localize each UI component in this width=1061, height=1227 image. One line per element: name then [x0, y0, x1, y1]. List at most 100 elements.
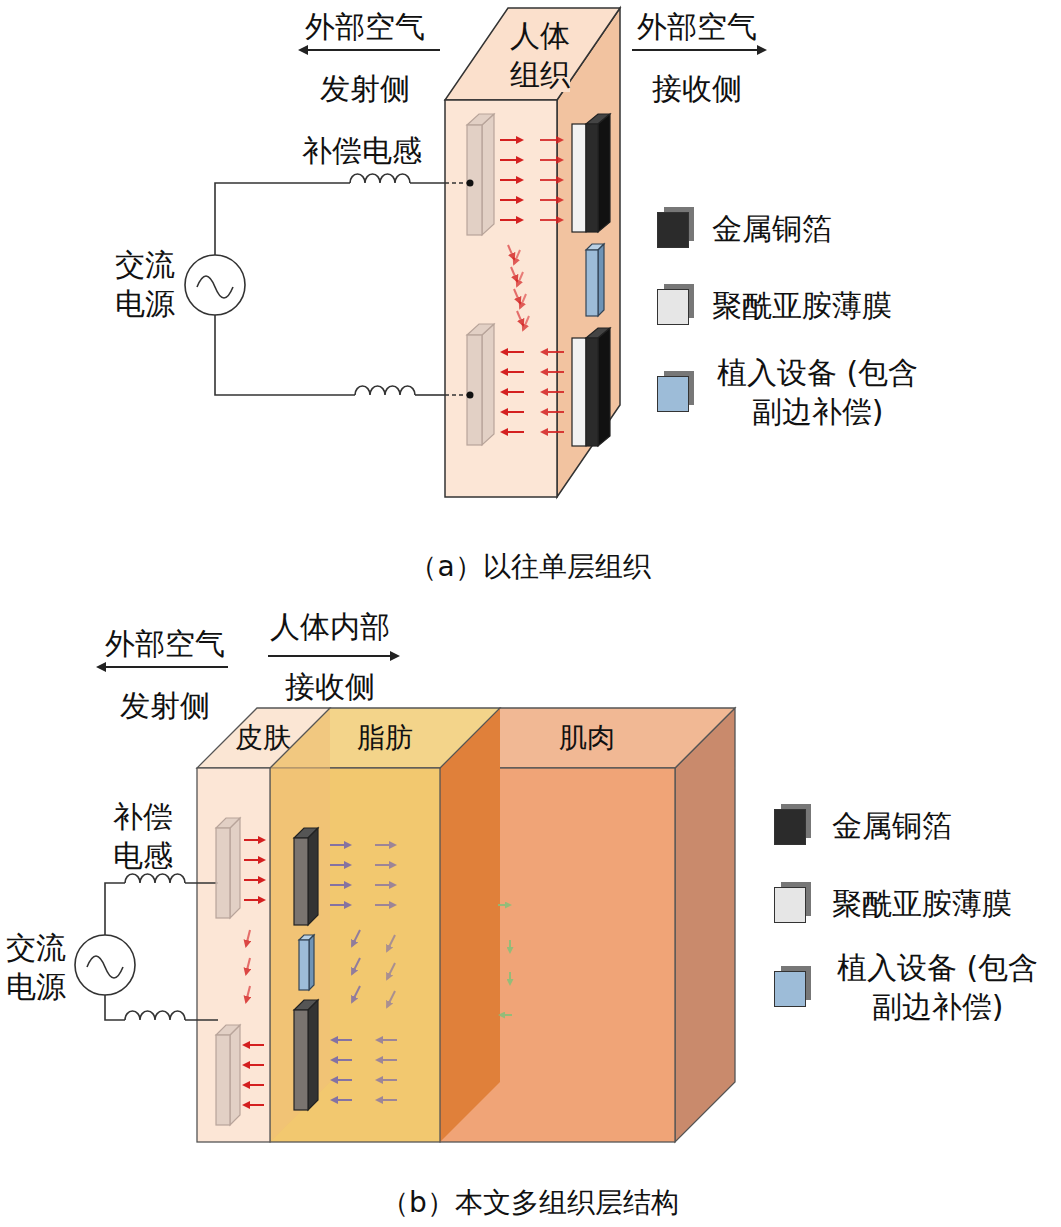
- field-arrow: [377, 1039, 397, 1041]
- field-arrow: [500, 159, 522, 161]
- annotation-label: 外部空气: [305, 7, 425, 46]
- field-arrow: [352, 930, 360, 946]
- field-arrow: [500, 219, 522, 221]
- field-arrow: [520, 294, 526, 308]
- annotation-label: 外部空气: [637, 7, 757, 46]
- field-arrow: [387, 935, 395, 951]
- legend-swatch: [774, 887, 806, 923]
- legend-text: 金属铜箔: [832, 806, 1057, 845]
- field-arrow: [502, 411, 524, 413]
- field-arrow: [502, 351, 524, 353]
- field-arrow: [246, 930, 250, 946]
- tissue-label: 人体 组织: [506, 16, 575, 94]
- field-arrow: [542, 371, 564, 373]
- field-arrow: [352, 958, 360, 974]
- field-arrows: [244, 140, 564, 1105]
- subfigure-caption: （a）以往单层组织: [409, 549, 650, 585]
- field-arrow: [332, 1079, 352, 1081]
- annotation-label: 发射侧: [120, 686, 210, 725]
- field-arrow: [500, 199, 522, 201]
- field-arrow: [502, 391, 524, 393]
- field-arrow: [508, 245, 514, 259]
- terminal-dot: [467, 392, 474, 399]
- field-arrow: [332, 1059, 352, 1061]
- field-arrow: [502, 371, 524, 373]
- receiver-foil: [572, 114, 610, 446]
- field-arrow: [352, 986, 360, 1002]
- field-arrow: [377, 1099, 397, 1101]
- legend-swatch: [774, 971, 806, 1007]
- field-arrow: [377, 1059, 397, 1061]
- tissue-name: 脂肪: [357, 721, 413, 754]
- field-arrow: [332, 1099, 352, 1101]
- field-arrow: [500, 139, 522, 141]
- field-arrow: [514, 250, 520, 264]
- circuit-wire: [185, 174, 470, 395]
- field-arrow: [540, 179, 562, 181]
- field-arrow: [511, 267, 517, 281]
- field-arrow: [514, 289, 520, 303]
- direction-arrow: [98, 666, 228, 668]
- field-arrow: [244, 879, 264, 881]
- tissue-name: 肌肉: [559, 721, 615, 754]
- field-arrow: [244, 859, 264, 861]
- legend-text: 聚酰亚胺薄膜: [832, 884, 1057, 923]
- field-arrow: [330, 864, 350, 866]
- field-arrow: [375, 904, 395, 906]
- tissue-label: 肌肉: [559, 720, 615, 756]
- legend-text: 金属铜箔: [712, 209, 937, 248]
- field-arrow: [330, 884, 350, 886]
- field-arrow: [500, 1014, 512, 1016]
- field-arrow: [542, 431, 564, 433]
- field-arrow: [542, 351, 564, 353]
- annotation-label: 发射侧: [320, 69, 410, 108]
- field-arrow: [375, 844, 395, 846]
- field-arrow: [502, 431, 524, 433]
- direction-arrow: [300, 49, 440, 51]
- field-arrow: [509, 940, 511, 952]
- legend-text: 聚酰亚胺薄膜: [712, 286, 937, 325]
- field-arrow: [330, 904, 350, 906]
- field-arrow: [375, 864, 395, 866]
- field-arrow: [387, 963, 395, 979]
- field-arrow: [517, 272, 523, 286]
- field-arrow: [330, 844, 350, 846]
- field-arrow: [500, 179, 522, 181]
- implant-device: [299, 935, 314, 990]
- field-arrow: [517, 311, 523, 325]
- legend-swatch: [657, 376, 689, 412]
- tissue-label: 皮肤: [235, 720, 291, 756]
- annotation-label: 补偿 电感: [110, 797, 176, 875]
- direction-arrow: [632, 49, 765, 51]
- transmitter-plate: [467, 114, 494, 445]
- field-arrow: [540, 159, 562, 161]
- subfigure-caption: （b）本文多组织层结构: [381, 1185, 679, 1221]
- annotation-label: 接收侧: [285, 667, 375, 706]
- annotation-label: 接收侧: [652, 69, 742, 108]
- legend-text: 植入设备 (包含副边补偿): [825, 948, 1050, 1026]
- annotation-label: 交流 电源: [112, 245, 178, 323]
- annotation-label: 外部空气: [105, 624, 225, 663]
- field-arrow: [509, 972, 511, 984]
- field-arrow: [246, 958, 250, 974]
- legend-text: 植入设备 (包含副边补偿): [705, 353, 930, 431]
- tissue-name: 人体 组织: [510, 18, 570, 92]
- field-arrow: [542, 411, 564, 413]
- annotation-label: 交流 电源: [3, 928, 69, 1006]
- field-arrow: [244, 1064, 264, 1066]
- field-arrow: [542, 391, 564, 393]
- field-arrow: [540, 139, 562, 141]
- field-arrow: [244, 1104, 264, 1106]
- field-arrow: [540, 199, 562, 201]
- tissue-block: [445, 8, 620, 497]
- legend-swatch: [774, 809, 806, 845]
- tissue-name: 皮肤: [235, 721, 291, 754]
- field-arrow: [377, 1079, 397, 1081]
- annotation-label: 补偿电感: [302, 131, 422, 170]
- field-arrow: [244, 1044, 264, 1046]
- direction-arrow: [268, 655, 398, 657]
- field-arrow: [244, 1084, 264, 1086]
- tissue-layers: [197, 708, 735, 1142]
